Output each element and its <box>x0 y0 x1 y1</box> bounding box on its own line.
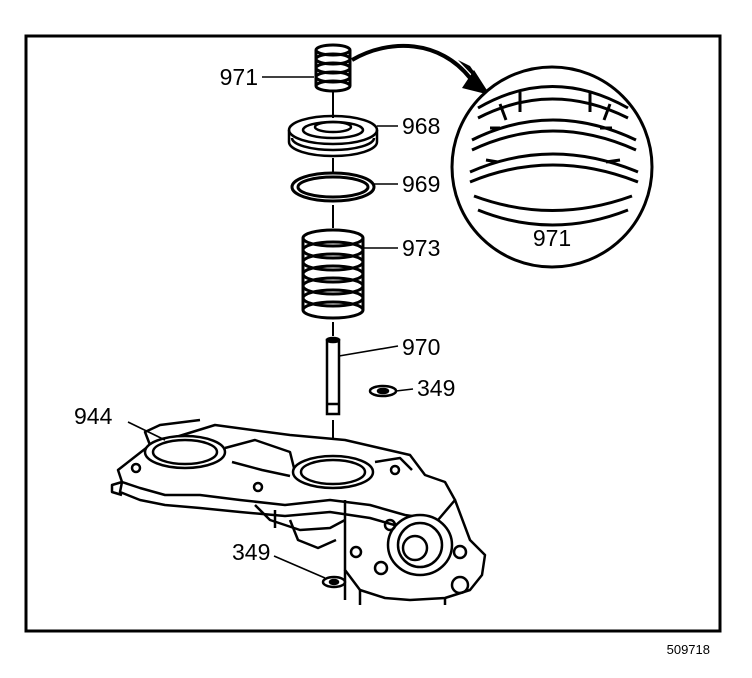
spring-971 <box>314 43 352 93</box>
callout-970: 970 <box>402 334 440 360</box>
leader-lines <box>127 76 414 579</box>
callout-971: 971 <box>220 64 258 90</box>
seal-ring-969 <box>290 158 376 203</box>
detail-arrow <box>350 43 490 95</box>
washer-349-lower <box>321 575 347 589</box>
callout-969: 969 <box>402 171 440 197</box>
housing-944 <box>110 418 487 605</box>
callout-944: 944 <box>74 403 113 429</box>
callout-349: 349 <box>417 375 455 401</box>
spring-973 <box>301 205 365 320</box>
figure-number: 509718 <box>667 642 710 657</box>
detail-view: 971 <box>450 65 654 269</box>
piston-968 <box>287 92 379 158</box>
callout-349-lower: 349 <box>232 539 270 565</box>
callout-973: 973 <box>402 235 440 261</box>
detail-caption: 971 <box>533 225 571 251</box>
callout-968: 968 <box>402 113 440 139</box>
